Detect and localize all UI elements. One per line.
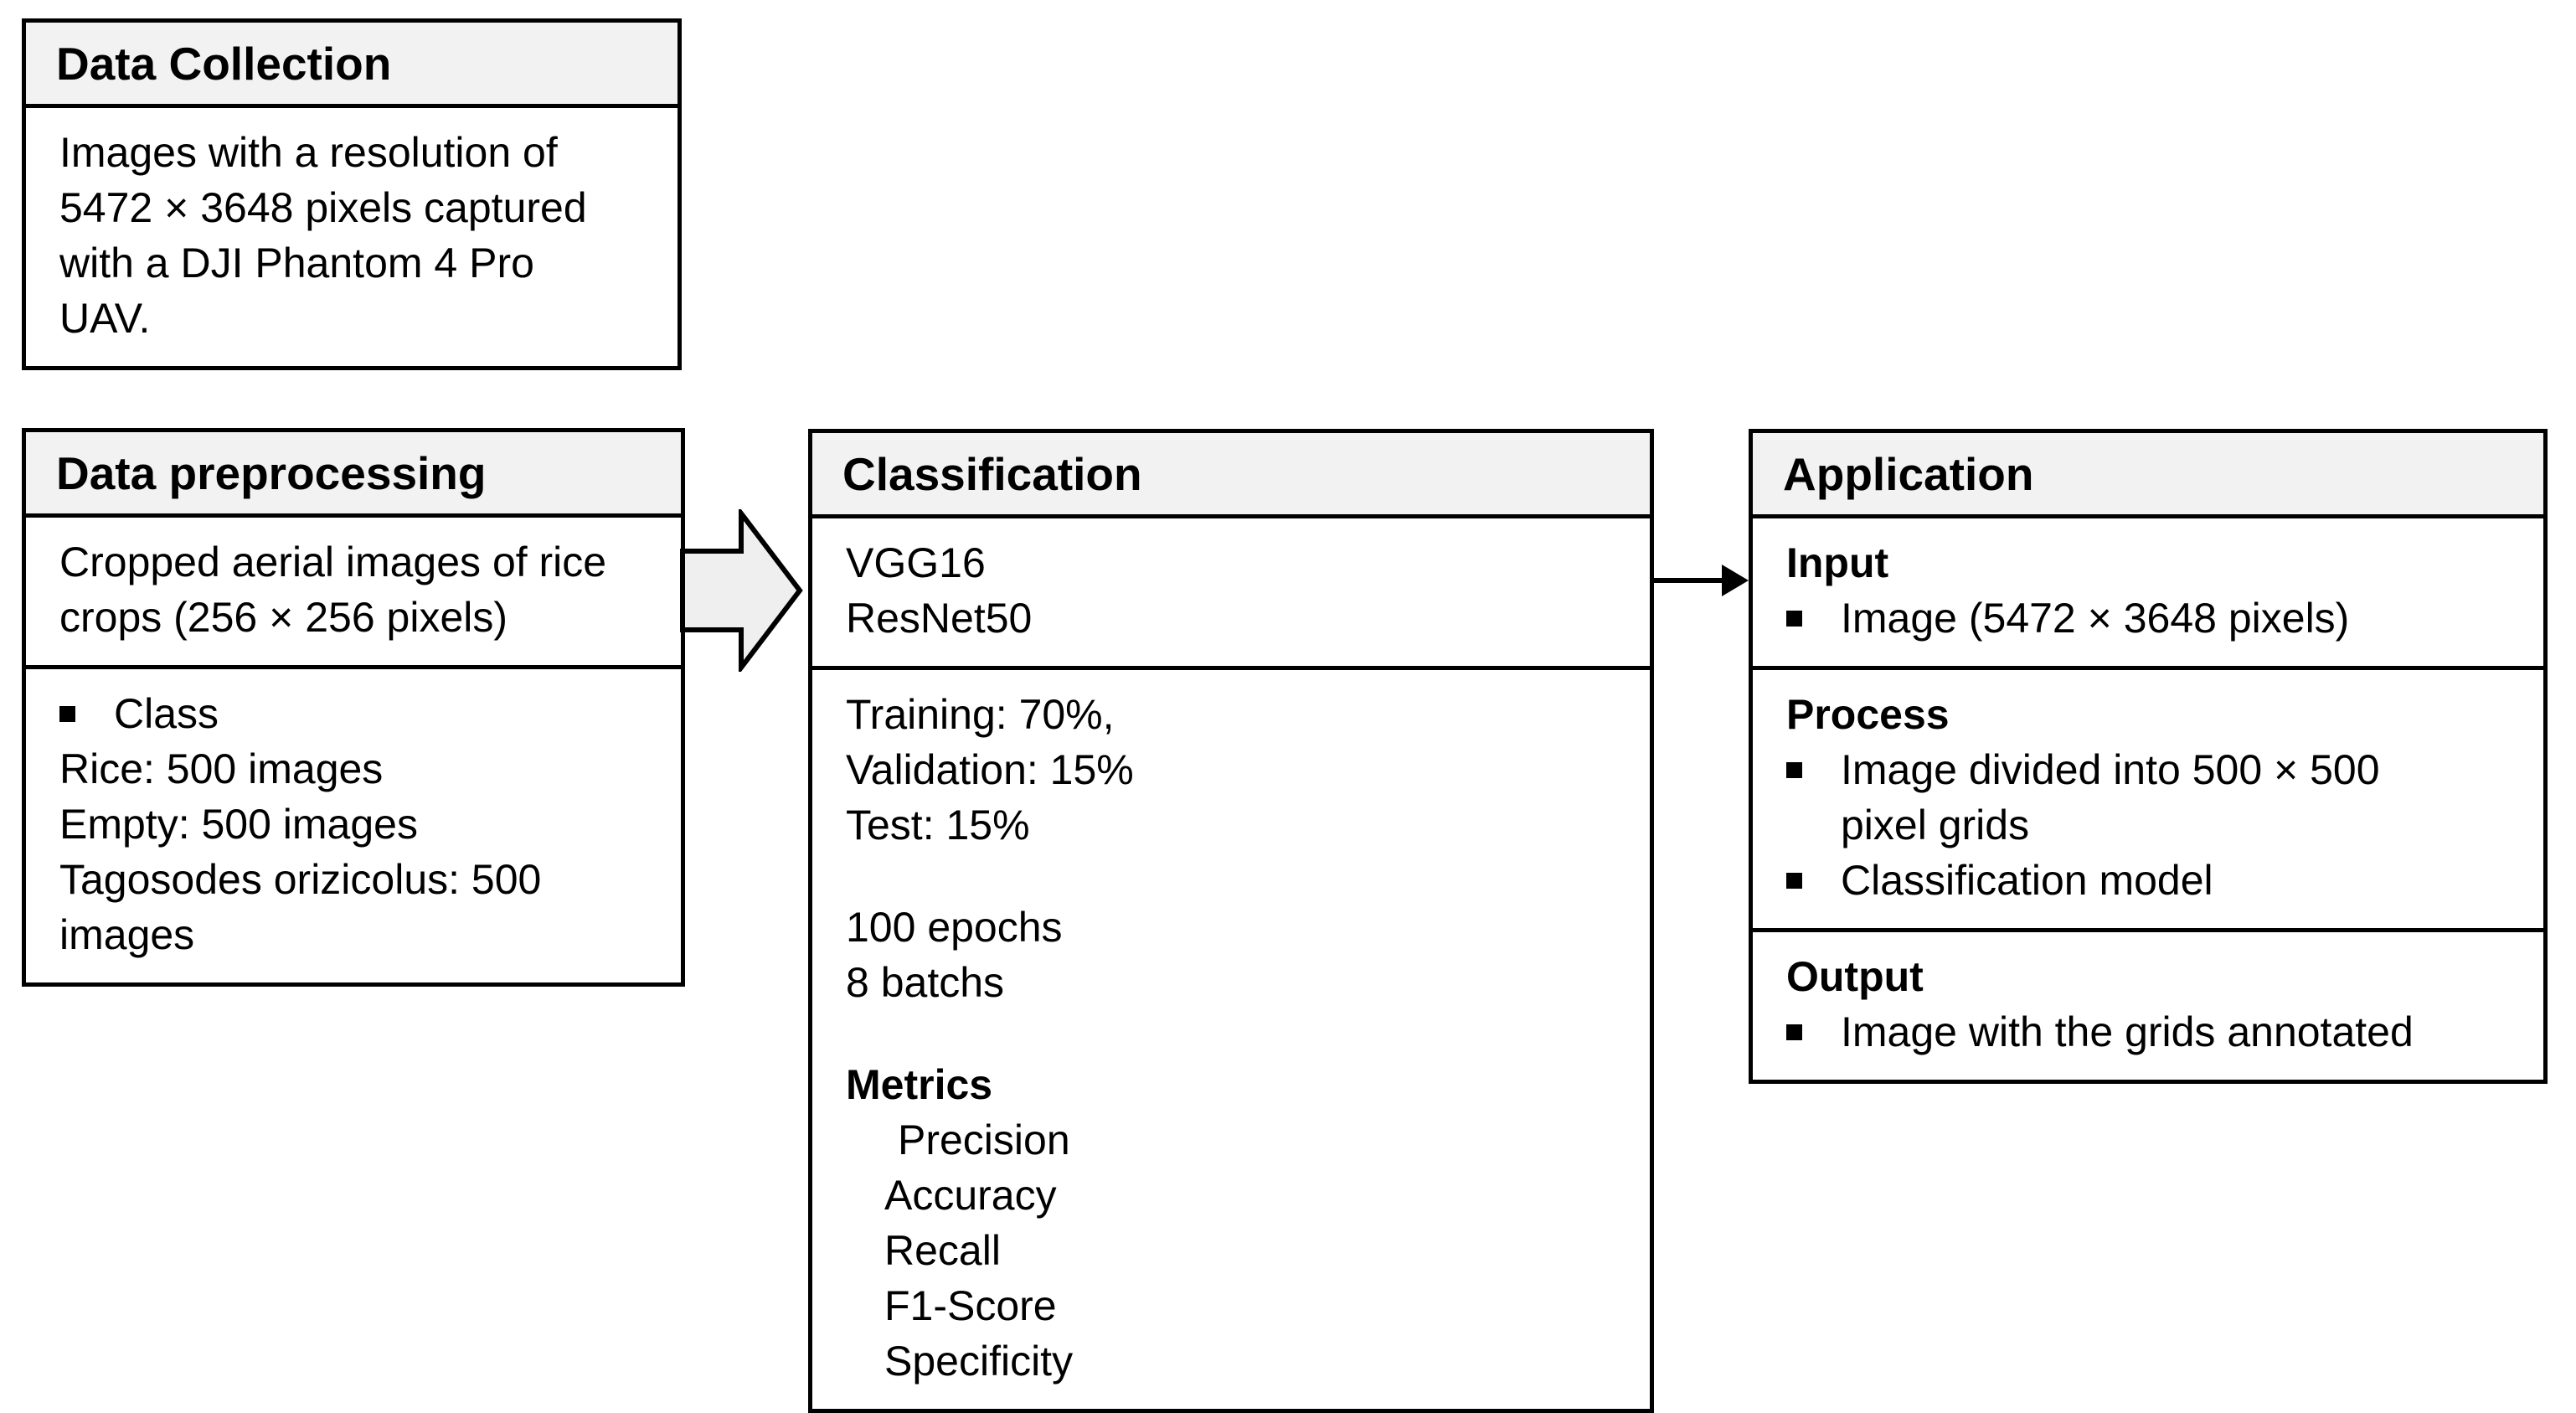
- class-count-line: Rice: 500 images: [59, 745, 384, 792]
- bullet-square-icon: [1786, 611, 1802, 627]
- data-collection-title: Data Collection: [56, 37, 392, 90]
- input-heading: Input: [1786, 539, 1889, 586]
- spacer: [846, 1010, 1625, 1057]
- data-preprocessing-header: Data preprocessing: [26, 432, 681, 518]
- data-collection-body: Images with a resolution of 5472 × 3648 …: [26, 108, 677, 366]
- block-arrow-icon: [680, 509, 803, 672]
- class-count-line: Empty: 500 images: [59, 801, 418, 848]
- spacer: [846, 853, 1625, 900]
- bullet-square-icon: [1786, 873, 1802, 889]
- split-line: Test: 15%: [846, 802, 1030, 848]
- class-count-line: images: [59, 911, 195, 958]
- application-output-section: Output Image with the grids annotated: [1753, 928, 2543, 1080]
- output-heading: Output: [1786, 953, 1924, 1000]
- class-bullet-label: Class: [114, 690, 219, 737]
- metric-item: Accuracy: [884, 1172, 1057, 1219]
- split-line: Training: 70%,: [846, 691, 1115, 738]
- classification-header: Classification: [812, 433, 1650, 518]
- output-bullet-line: Image with the grids annotated: [1841, 1008, 2414, 1055]
- metrics-heading: Metrics: [846, 1061, 993, 1108]
- data-collection-box: Data Collection Images with a resolution…: [22, 18, 682, 370]
- bullet-square-icon: [59, 706, 75, 722]
- data-collection-body-line: UAV.: [59, 295, 151, 342]
- arrow-right-icon: [1651, 565, 1749, 596]
- classification-models-section: VGG16 ResNet50: [812, 518, 1650, 666]
- process-bullet-line: pixel grids: [1841, 802, 2030, 848]
- split-line: Validation: 15%: [846, 746, 1134, 793]
- crop-text-line: Cropped aerial images of rice: [59, 539, 607, 585]
- crop-text-line: crops (256 × 256 pixels): [59, 594, 508, 641]
- application-box: Application Input Image (5472 × 3648 pix…: [1749, 429, 2548, 1084]
- model-name: VGG16: [846, 539, 986, 586]
- process-bullet-line: Image divided into 500 × 500: [1841, 746, 2380, 793]
- bullet-square-icon: [1786, 762, 1802, 778]
- classification-training-section: Training: 70%, Validation: 15% Test: 15%…: [812, 666, 1650, 1409]
- bullet-square-icon: [1786, 1024, 1802, 1040]
- process-bullet-row: Classification model: [1786, 853, 2518, 908]
- metric-item: F1-Score: [884, 1282, 1057, 1329]
- application-input-section: Input Image (5472 × 3648 pixels): [1753, 518, 2543, 666]
- data-preprocessing-class-section: Class Rice: 500 images Empty: 500 images…: [26, 665, 681, 982]
- data-preprocessing-crop-section: Cropped aerial images of rice crops (256…: [26, 518, 681, 665]
- class-count-line: Tagosodes orizicolus: 500: [59, 856, 542, 903]
- data-collection-body-line: 5472 × 3648 pixels captured: [59, 184, 587, 231]
- model-name: ResNet50: [846, 595, 1033, 642]
- process-bullet-line: Classification model: [1841, 857, 2213, 904]
- application-header: Application: [1753, 433, 2543, 518]
- classification-title: Classification: [842, 447, 1142, 500]
- data-preprocessing-box: Data preprocessing Cropped aerial images…: [22, 428, 685, 987]
- metric-item: Recall: [884, 1227, 1001, 1274]
- process-bullet-row: Image divided into 500 × 500 pixel grids: [1786, 742, 2518, 853]
- config-line: 100 epochs: [846, 904, 1063, 951]
- class-bullet-row: Class: [59, 686, 656, 741]
- data-collection-header: Data Collection: [26, 23, 677, 108]
- data-preprocessing-title: Data preprocessing: [56, 446, 487, 499]
- application-process-section: Process Image divided into 500 × 500 pix…: [1753, 666, 2543, 928]
- config-line: 8 batchs: [846, 959, 1005, 1006]
- application-title: Application: [1783, 447, 2034, 500]
- classification-box: Classification VGG16 ResNet50 Training: …: [808, 429, 1654, 1413]
- output-bullet-row: Image with the grids annotated: [1786, 1004, 2518, 1060]
- input-bullet-line: Image (5472 × 3648 pixels): [1841, 595, 2350, 642]
- metric-item: Precision: [898, 1116, 1070, 1163]
- process-heading: Process: [1786, 691, 1950, 738]
- input-bullet-row: Image (5472 × 3648 pixels): [1786, 590, 2518, 646]
- metrics-list: Precision Accuracy Recall F1-Score Speci…: [846, 1112, 1625, 1389]
- metric-item: Specificity: [884, 1338, 1074, 1385]
- data-collection-body-line: Images with a resolution of: [59, 129, 558, 176]
- data-collection-body-line: with a DJI Phantom 4 Pro: [59, 240, 534, 286]
